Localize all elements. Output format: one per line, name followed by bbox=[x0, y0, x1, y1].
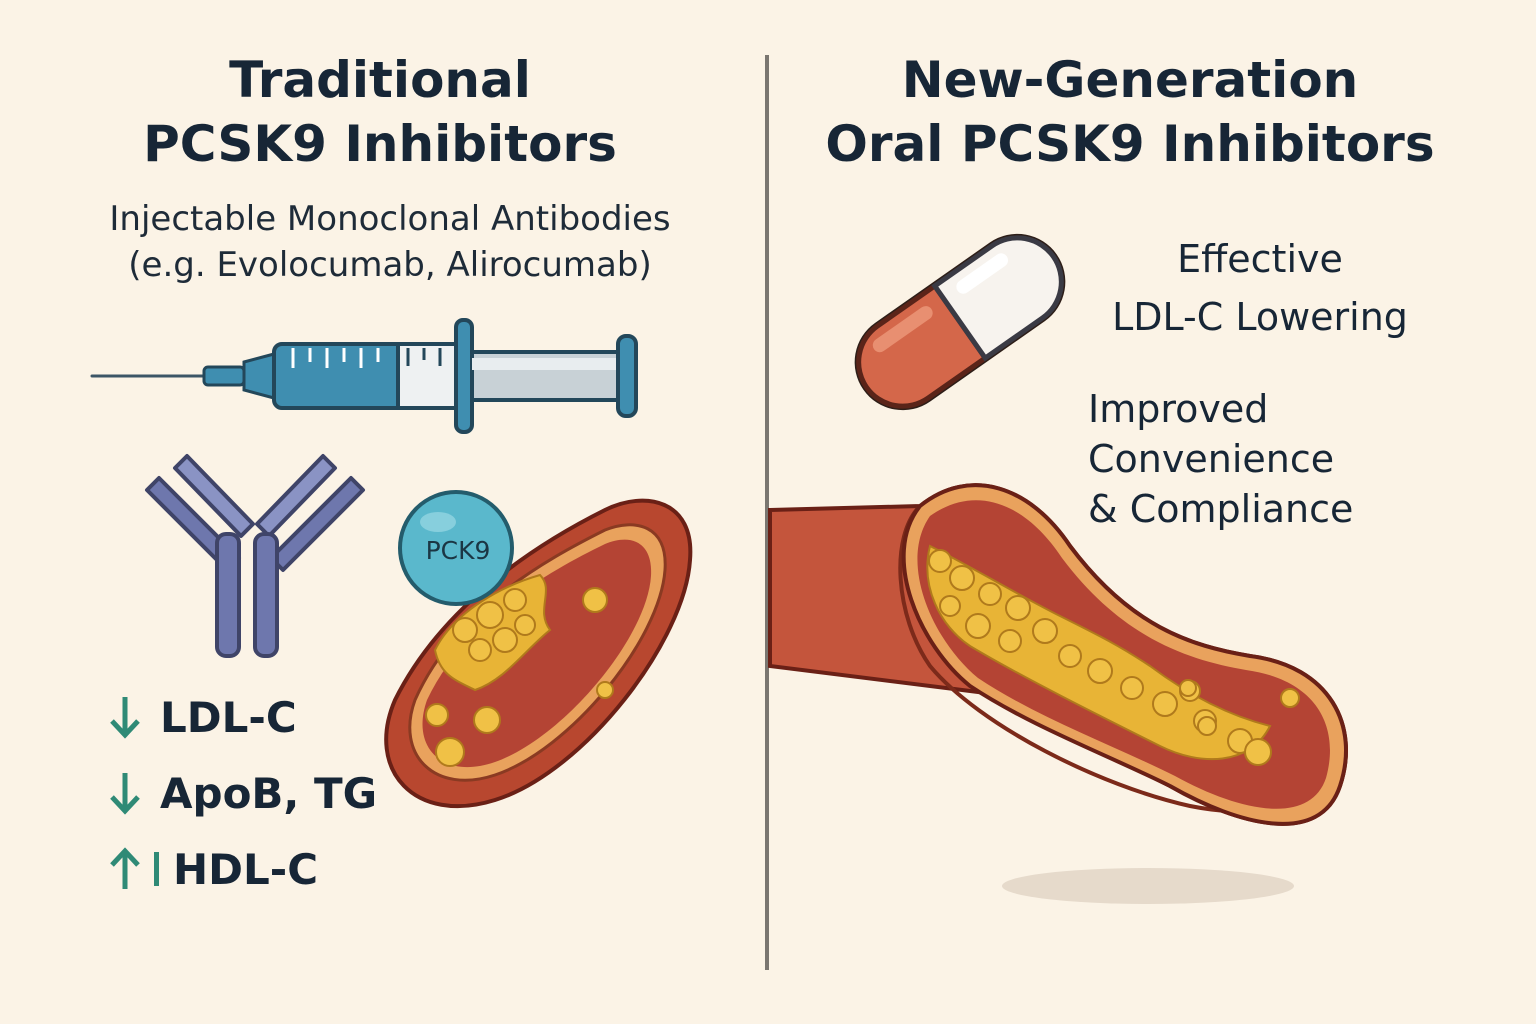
artery-long-icon bbox=[768, 483, 1348, 826]
left-subtitle: Injectable Monoclonal Antibodies (e.g. E… bbox=[40, 196, 740, 288]
right-title-line-1: New-Generation bbox=[901, 51, 1359, 109]
left-subtitle-line-2: (e.g. Evolocumab, Alirocumab) bbox=[128, 245, 652, 285]
benefit-effective: Effective LDL-C Lowering bbox=[1090, 234, 1430, 342]
marker-bar bbox=[154, 852, 159, 886]
effect-text: HDL-C bbox=[173, 844, 319, 894]
effect-text: ApoB, TG bbox=[160, 768, 378, 818]
artery-icon bbox=[384, 498, 693, 809]
left-title: Traditional PCSK9 Inhibitors bbox=[60, 48, 700, 176]
benefit-convenience-line-2: Convenience bbox=[1088, 437, 1335, 481]
shadow-ellipse bbox=[1002, 868, 1294, 904]
effect-row: LDL-C bbox=[108, 682, 428, 752]
capsule-icon bbox=[854, 233, 1066, 411]
arrow-up-icon bbox=[110, 847, 140, 889]
benefit-convenience-line-3: & Compliance bbox=[1088, 487, 1354, 531]
syringe-icon bbox=[90, 318, 638, 434]
protein-sphere-icon bbox=[398, 490, 514, 606]
center-divider bbox=[765, 55, 769, 970]
benefit-convenience-line-1: Improved bbox=[1088, 387, 1269, 431]
effect-text: LDL-C bbox=[160, 692, 297, 742]
effect-row: ApoB, TG bbox=[108, 758, 428, 828]
left-title-line-2: PCSK9 Inhibitors bbox=[143, 115, 617, 173]
arrow-down-icon bbox=[110, 773, 140, 815]
arrow-down-icon bbox=[110, 697, 140, 739]
antibody-icon bbox=[145, 454, 365, 658]
right-title: New-Generation Oral PCSK9 Inhibitors bbox=[800, 48, 1460, 176]
left-title-line-1: Traditional bbox=[229, 51, 531, 109]
effects-list: LDL-C ApoB, TG HDL-C bbox=[108, 682, 428, 904]
effect-row: HDL-C bbox=[108, 834, 428, 904]
left-subtitle-line-1: Injectable Monoclonal Antibodies bbox=[109, 199, 671, 239]
benefit-effective-line-2: LDL-C Lowering bbox=[1112, 295, 1408, 339]
protein-label: PCK9 bbox=[425, 536, 491, 565]
benefit-convenience: Improved Convenience & Compliance bbox=[1088, 384, 1468, 534]
right-title-line-2: Oral PCSK9 Inhibitors bbox=[825, 115, 1435, 173]
benefit-effective-line-1: Effective bbox=[1177, 237, 1343, 281]
